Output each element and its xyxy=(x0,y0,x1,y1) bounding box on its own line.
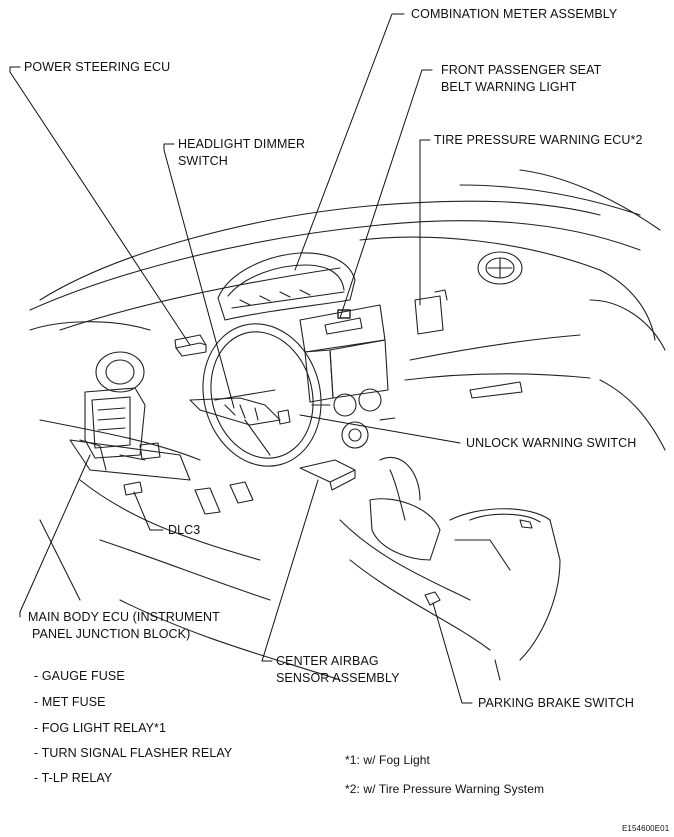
label-combination-meter: COMBINATION METER ASSEMBLY xyxy=(411,7,618,21)
label-front-passenger-line2: BELT WARNING LIGHT xyxy=(441,80,577,94)
label-front-passenger-line1: FRONT PASSENGER SEAT xyxy=(441,63,602,77)
label-power-steering-ecu: POWER STEERING ECU xyxy=(24,60,171,74)
left-dashboard xyxy=(29,321,201,481)
label-headlight-dimmer-line1: HEADLIGHT DIMMER xyxy=(178,137,306,151)
dashboard-outline xyxy=(29,169,666,451)
main-body-item: - T-LP RELAY xyxy=(34,771,113,785)
tire-pressure-ecu-shape xyxy=(414,289,448,335)
figure-code: E154600E01 xyxy=(622,824,670,833)
power-steering-ecu-shape xyxy=(174,334,207,357)
center-stack xyxy=(299,304,396,449)
right-air-vent xyxy=(477,251,523,285)
center-console xyxy=(339,457,561,681)
combination-meter-shape xyxy=(217,252,356,321)
label-tire-pressure-ecu: TIRE PRESSURE WARNING ECU*2 xyxy=(434,133,643,147)
steering-wheel xyxy=(189,323,322,467)
parking-brake-switch-shape xyxy=(424,591,441,606)
airbag-sensor-shape xyxy=(299,459,356,491)
footnote-2: *2: w/ Tire Pressure Warning System xyxy=(345,782,545,796)
main-body-item: - FOG LIGHT RELAY*1 xyxy=(34,721,167,735)
label-dlc3: DLC3 xyxy=(168,523,201,537)
dlc3-connector xyxy=(123,481,143,496)
floor-and-pedals xyxy=(39,479,341,681)
leader-lines xyxy=(9,13,473,704)
junction-block-shape xyxy=(79,387,161,471)
unlock-warning-switch-shape xyxy=(277,409,291,425)
label-parking-brake-switch: PARKING BRAKE SWITCH xyxy=(478,696,634,710)
main-body-item: - MET FUSE xyxy=(34,695,106,709)
label-center-airbag-line2: SENSOR ASSEMBLY xyxy=(276,671,400,685)
main-body-item: - TURN SIGNAL FLASHER RELAY xyxy=(34,746,233,760)
label-main-body-ecu-line2: PANEL JUNCTION BLOCK) xyxy=(32,627,191,641)
footnote-1: *1: w/ Fog Light xyxy=(345,753,430,767)
label-center-airbag-line1: CENTER AIRBAG xyxy=(276,654,379,668)
label-headlight-dimmer-line2: SWITCH xyxy=(178,154,228,168)
main-body-item: - GAUGE FUSE xyxy=(34,669,125,683)
label-main-body-ecu-line1: MAIN BODY ECU (INSTRUMENT xyxy=(28,610,220,624)
label-unlock-warning-switch: UNLOCK WARNING SWITCH xyxy=(466,436,637,450)
